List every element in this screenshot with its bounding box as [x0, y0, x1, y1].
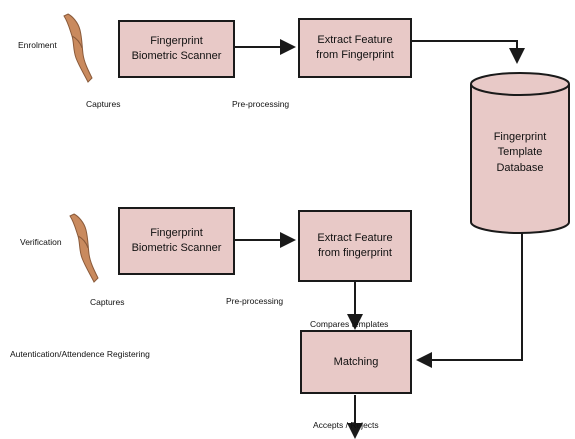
enrolment-label: Enrolment — [18, 40, 57, 50]
result-label: Accepts / Rejects — [313, 420, 379, 430]
hand-icon — [63, 13, 93, 83]
verif-extract-box: Extract Feature from fingerprint — [298, 210, 412, 282]
enrol-scanner-box: Fingerprint Biometric Scanner — [118, 20, 235, 78]
enrol-captures-label: Captures — [86, 99, 121, 109]
compares-templates-label: Compares templates — [310, 319, 389, 329]
arrow-database-to-matching — [416, 233, 523, 368]
database-label: Fingerprint Template Database — [493, 131, 547, 174]
hand-icon — [69, 213, 99, 283]
enrol-extract-box: Extract Feature from Fingerprint — [298, 18, 412, 78]
verif-preprocessing-label: Pre-processing — [226, 296, 284, 306]
matching-box: Matching — [300, 330, 412, 394]
verif-scanner-box: Fingerprint Biometric Scanner — [118, 207, 235, 275]
arrow-enrol-extract-to-database — [412, 40, 525, 64]
verification-label: Verification — [20, 237, 62, 247]
database-cylinder — [470, 72, 570, 234]
side-note-label: Autentication/Attendence Registering — [10, 349, 150, 359]
verif-captures-label: Captures — [90, 297, 125, 307]
enrol-preprocessing-label: Pre-processing — [232, 99, 290, 109]
